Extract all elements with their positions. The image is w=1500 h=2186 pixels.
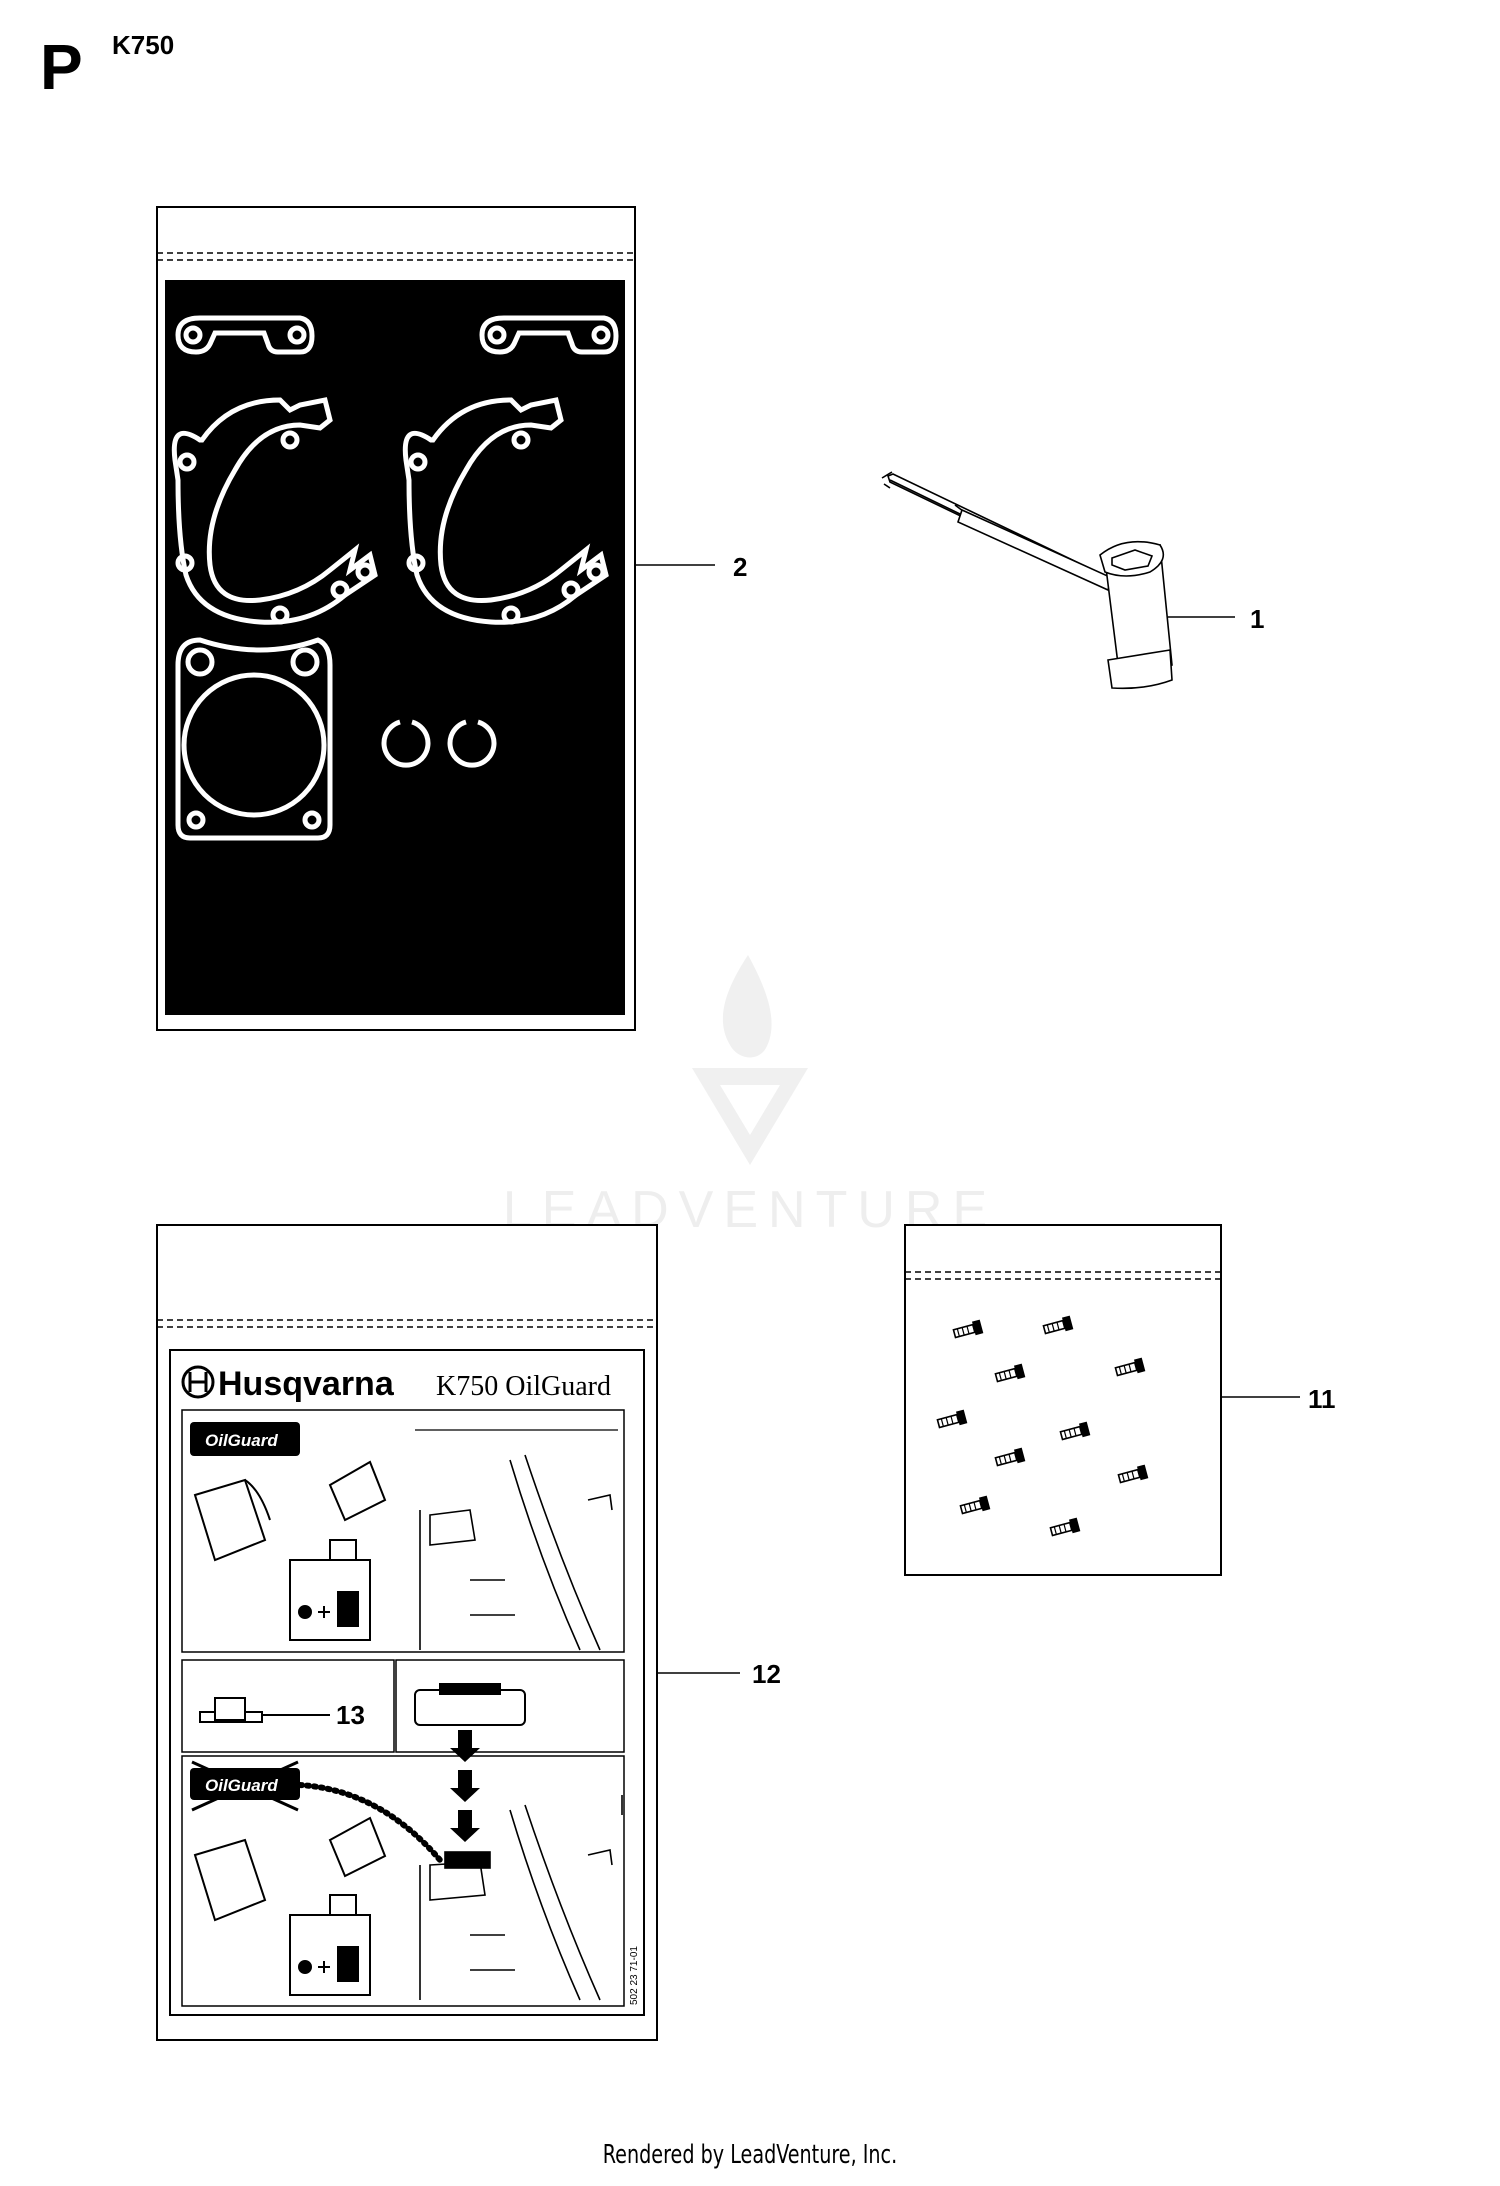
callout-12: 12 <box>752 1659 781 1689</box>
screw <box>994 1447 1026 1467</box>
crankcase-gasket <box>171 397 378 625</box>
screw-kit-bag <box>904 1224 1222 1576</box>
muffler-gasket <box>479 315 619 355</box>
part-code: 502 23 71-01 <box>629 1946 640 2005</box>
label-product: K750 OilGuard <box>436 1371 611 1402</box>
piston-ring <box>381 719 497 768</box>
oil-jerrycan-illustration <box>193 1816 387 1996</box>
oil-jerrycan-illustration <box>193 1460 387 1641</box>
valve-part-13 <box>199 1697 330 1723</box>
muffler-gasket <box>175 315 315 355</box>
flow-arrows <box>450 1730 480 1842</box>
oilguard-label-bag <box>156 1224 658 2041</box>
screw <box>952 1319 984 1339</box>
screw <box>959 1495 991 1515</box>
callout-1: 1 <box>1250 604 1264 634</box>
machine-cutaway-illustration <box>419 1795 623 2001</box>
husqvarna-logo <box>181 1365 215 1399</box>
callout-13: 13 <box>336 1700 365 1730</box>
machine-cutaway-illustration <box>419 1454 613 1651</box>
filter-illustration <box>414 1683 526 1726</box>
screw <box>1042 1315 1074 1335</box>
oilguard-badge-crossed: OilGuard <box>205 1776 278 1795</box>
label-brand: Husqvarna <box>218 1365 395 1403</box>
screw <box>1117 1464 1149 1484</box>
oilguard-badge: OilGuard <box>205 1431 278 1450</box>
model-title: K750 <box>112 30 175 60</box>
screw <box>1059 1421 1091 1441</box>
crankcase-gasket <box>402 397 609 625</box>
gasket-kit-bag <box>156 206 636 1031</box>
footer-credit: Rendered by LeadVenture, Inc. <box>602 2140 898 2170</box>
watermark-logo <box>692 955 808 1165</box>
screw <box>1114 1357 1146 1377</box>
callout-2: 2 <box>733 552 747 582</box>
screw-set <box>936 1315 1149 1537</box>
screw <box>994 1363 1026 1383</box>
screw <box>1049 1517 1081 1537</box>
callout-11: 11 <box>1308 1384 1336 1414</box>
section-letter: P <box>40 31 83 103</box>
cylinder-gasket <box>175 637 333 841</box>
combination-spanner <box>881 471 1173 690</box>
screw <box>936 1409 968 1429</box>
